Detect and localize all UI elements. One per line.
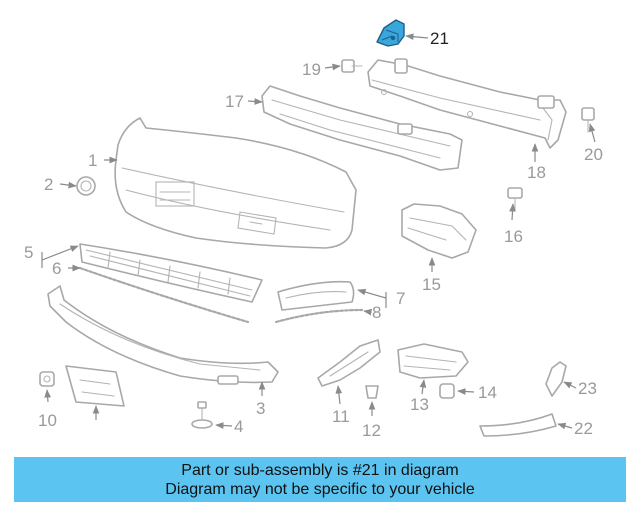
part-22-trim [479,413,557,437]
callout-5: 5 [24,243,33,262]
part-13-side-bracket [397,343,469,379]
part-2-cap [76,176,96,196]
callout-17: 17 [225,92,244,111]
part-23-trim [545,361,567,397]
callout-12: 12 [362,421,381,440]
callout-4: 4 [234,417,243,436]
part-7-bezel [277,280,355,311]
part-16-bolt [507,187,523,211]
notice-banner: Part or sub-assembly is #21 in diagram D… [14,457,626,502]
part-10-nut [39,371,55,387]
part-15-bracket [401,203,477,259]
callout-21: 21 [430,29,449,48]
banner-line-1: Part or sub-assembly is #21 in diagram [181,461,459,479]
callout-20: 20 [584,145,603,164]
part-1-bumper-cover [114,117,357,249]
callout-10: 10 [38,411,57,430]
callout-11: 11 [332,407,350,426]
parts-diagram: 21 19 18 20 17 [24,19,603,440]
callout-6: 6 [52,259,61,278]
part-21-bracket[interactable] [376,19,405,47]
callout-15: 15 [422,275,441,294]
part-6-molding [78,266,250,324]
callout-14: 14 [478,383,497,402]
part-18-reinforcement [367,58,567,149]
part-4-screw [191,401,213,429]
part-12-clip [365,385,379,399]
callout-13: 13 [410,395,429,414]
callout-18: 18 [527,163,546,182]
callout-1: 1 [88,151,97,170]
part-20-bolt [581,107,595,133]
callout-7: 7 [396,289,405,308]
banner-line-2: Diagram may not be specific to your vehi… [165,480,475,498]
callout-2: 2 [44,175,53,194]
callout-23: 23 [578,379,597,398]
part-3-spoiler [47,285,279,385]
part-14-clip [439,383,455,399]
callout-8: 8 [372,303,381,322]
callout-3: 3 [256,399,265,418]
part-17-absorber [261,85,463,171]
callout-16: 16 [504,227,523,246]
part-8-strip [274,308,364,324]
part-19-bolt [341,59,363,73]
part-11-side-bracket [317,339,381,387]
callout-22: 22 [574,419,593,438]
part-5-grille [79,243,263,303]
callout-19: 19 [302,60,321,79]
part-9-plate-bracket [65,365,125,407]
